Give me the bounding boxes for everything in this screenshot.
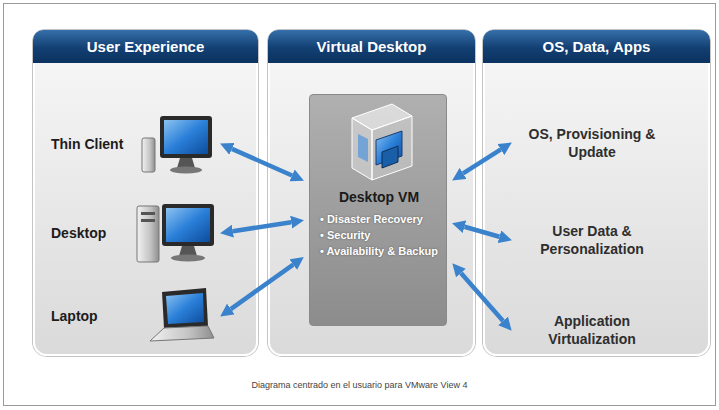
double-arrow <box>465 227 500 237</box>
desktop-icon <box>166 208 210 242</box>
double-arrow <box>233 222 291 231</box>
service-item: User Data & Personalization <box>517 218 667 262</box>
column-header: Virtual Desktop <box>268 30 475 63</box>
desktop-icon <box>137 204 214 262</box>
desktop-icon <box>162 204 214 246</box>
column-panel: Virtual DesktopDesktop VM • Disaster Reco… <box>268 30 475 356</box>
desktop-icon <box>141 212 155 215</box>
service-label: OS, Provisioning & Update <box>521 125 663 161</box>
vm-feature: • Disaster Recovery <box>320 211 438 227</box>
vm-feature: • Availability & Backup <box>320 243 438 259</box>
service-label: User Data & Personalization <box>521 222 663 258</box>
virtual-machine-cube <box>352 118 372 180</box>
thin-client-icon <box>142 138 155 172</box>
device-label: Desktop <box>51 225 106 241</box>
virtual-machine-cube <box>372 116 412 180</box>
double-arrow <box>231 265 293 309</box>
laptop-icon <box>166 293 204 324</box>
thin-client-icon <box>160 116 212 158</box>
vm-feature: • Security <box>320 227 438 243</box>
virtual-machine-cube <box>358 134 368 162</box>
desktop-icon <box>171 255 205 262</box>
device-label: Laptop <box>51 308 98 324</box>
column-panel: User ExperienceThin ClientDesktopLaptop <box>33 30 258 356</box>
thin-client-icon <box>142 116 212 174</box>
laptop-icon <box>150 288 214 341</box>
virtual-machine-cube <box>382 146 398 168</box>
device-label: Thin Client <box>51 136 123 152</box>
column-header: User Experience <box>33 30 258 63</box>
thin-client-icon <box>170 167 202 174</box>
desktop-icon <box>137 206 159 262</box>
desktop-icon <box>141 219 155 222</box>
laptop-icon <box>150 326 214 341</box>
vm-title: Desktop VM <box>320 189 438 205</box>
double-arrow <box>232 149 292 176</box>
service-item: OS, Provisioning & Update <box>517 121 667 165</box>
double-arrow <box>461 273 503 321</box>
column-panel: OS, Data, AppsOS, Provisioning & UpdateU… <box>483 30 710 356</box>
column-header: OS, Data, Apps <box>483 30 710 63</box>
laptop-icon <box>162 288 208 328</box>
virtual-machine-cube <box>352 104 412 180</box>
outer-frame <box>4 4 716 406</box>
thin-client-icon <box>164 120 208 154</box>
figure-caption: Diagrama centrado en el usuario para VMw… <box>0 380 719 390</box>
service-label: Application Virtualization <box>521 312 663 348</box>
service-item: Application Virtualization <box>517 308 667 352</box>
double-arrow <box>463 149 501 173</box>
